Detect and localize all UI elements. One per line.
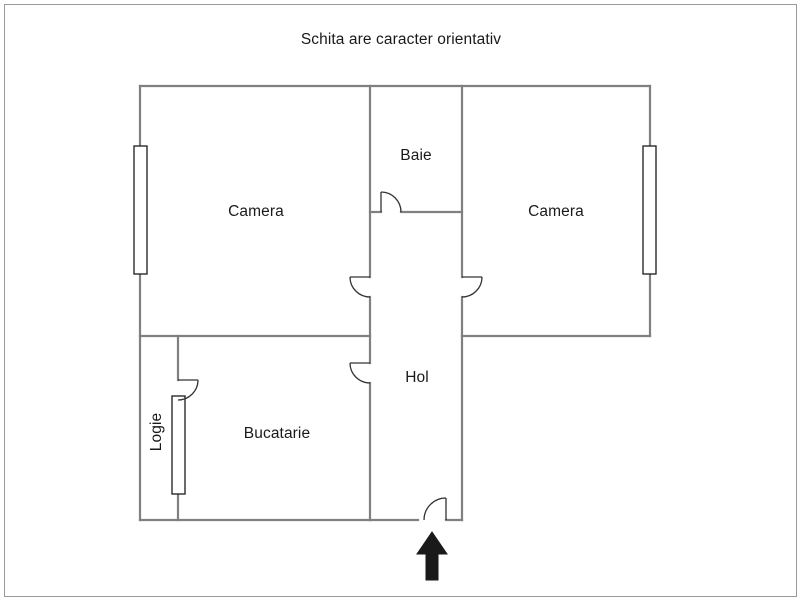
window-logie (171, 395, 186, 495)
room-label-logie: Logie (148, 412, 165, 452)
window-left-wall (133, 145, 148, 275)
door-camera-right (461, 276, 483, 298)
door-logie (177, 379, 199, 401)
door-bucatarie (349, 362, 371, 384)
door-entrance (423, 497, 447, 521)
walls-group (138, 84, 652, 522)
door-baie (380, 191, 402, 213)
page-title: Schita are caracter orientativ (300, 31, 502, 48)
window-right-wall (642, 145, 657, 275)
room-label-baie: Baie (400, 147, 432, 164)
door-camera-left (349, 276, 371, 298)
room-label-bucatarie: Bucatarie (243, 425, 311, 442)
windows-group (133, 145, 657, 495)
room-label-camera-left: Camera (228, 203, 284, 220)
entrance-arrow-icon (416, 531, 448, 581)
doors-group (177, 191, 483, 521)
room-label-camera-right: Camera (528, 203, 584, 220)
room-label-hol: Hol (405, 369, 429, 386)
